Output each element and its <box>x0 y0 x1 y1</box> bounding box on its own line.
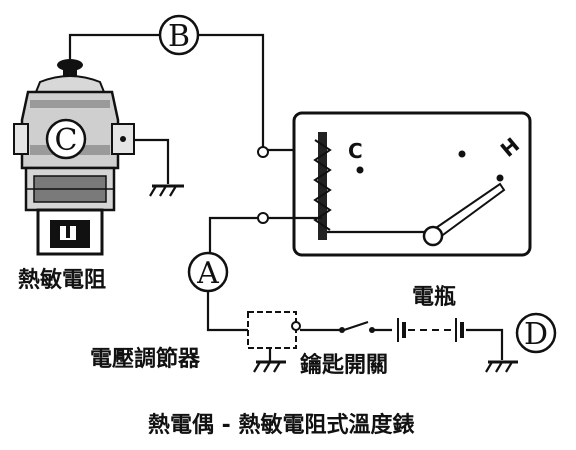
key-switch-contacts-icon <box>300 320 392 333</box>
wire-sensor-to-b <box>68 33 160 59</box>
key-switch-label: 鑰匙開關 <box>300 352 388 378</box>
gauge-needle-icon <box>422 182 506 247</box>
battery-cells-icon <box>397 318 518 373</box>
terminal-top <box>257 146 269 158</box>
label-c-text: C <box>55 123 78 158</box>
gauge-cold-label: C <box>348 139 363 163</box>
terminal-bottom <box>257 212 269 224</box>
label-a-marker: A <box>187 251 229 293</box>
label-d-marker: D <box>515 312 557 354</box>
label-a-text: A <box>196 256 219 291</box>
diagram-caption: 熱電偶 - 熱敏電阻式溫度錶 <box>148 412 414 438</box>
voltage-regulator-icon <box>247 311 301 373</box>
battery-label: 電瓶 <box>412 285 456 310</box>
label-b-marker: B <box>158 14 200 56</box>
voltage-regulator-label: 電壓調節器 <box>90 346 201 372</box>
label-d-text: D <box>524 317 548 352</box>
ground-symbol-icon <box>134 138 184 197</box>
thermistor-label: 熱敏電阻 <box>18 267 106 293</box>
label-b-text: B <box>168 19 190 54</box>
label-c-marker: C <box>45 118 87 160</box>
temperature-gauge: C H <box>292 111 532 257</box>
